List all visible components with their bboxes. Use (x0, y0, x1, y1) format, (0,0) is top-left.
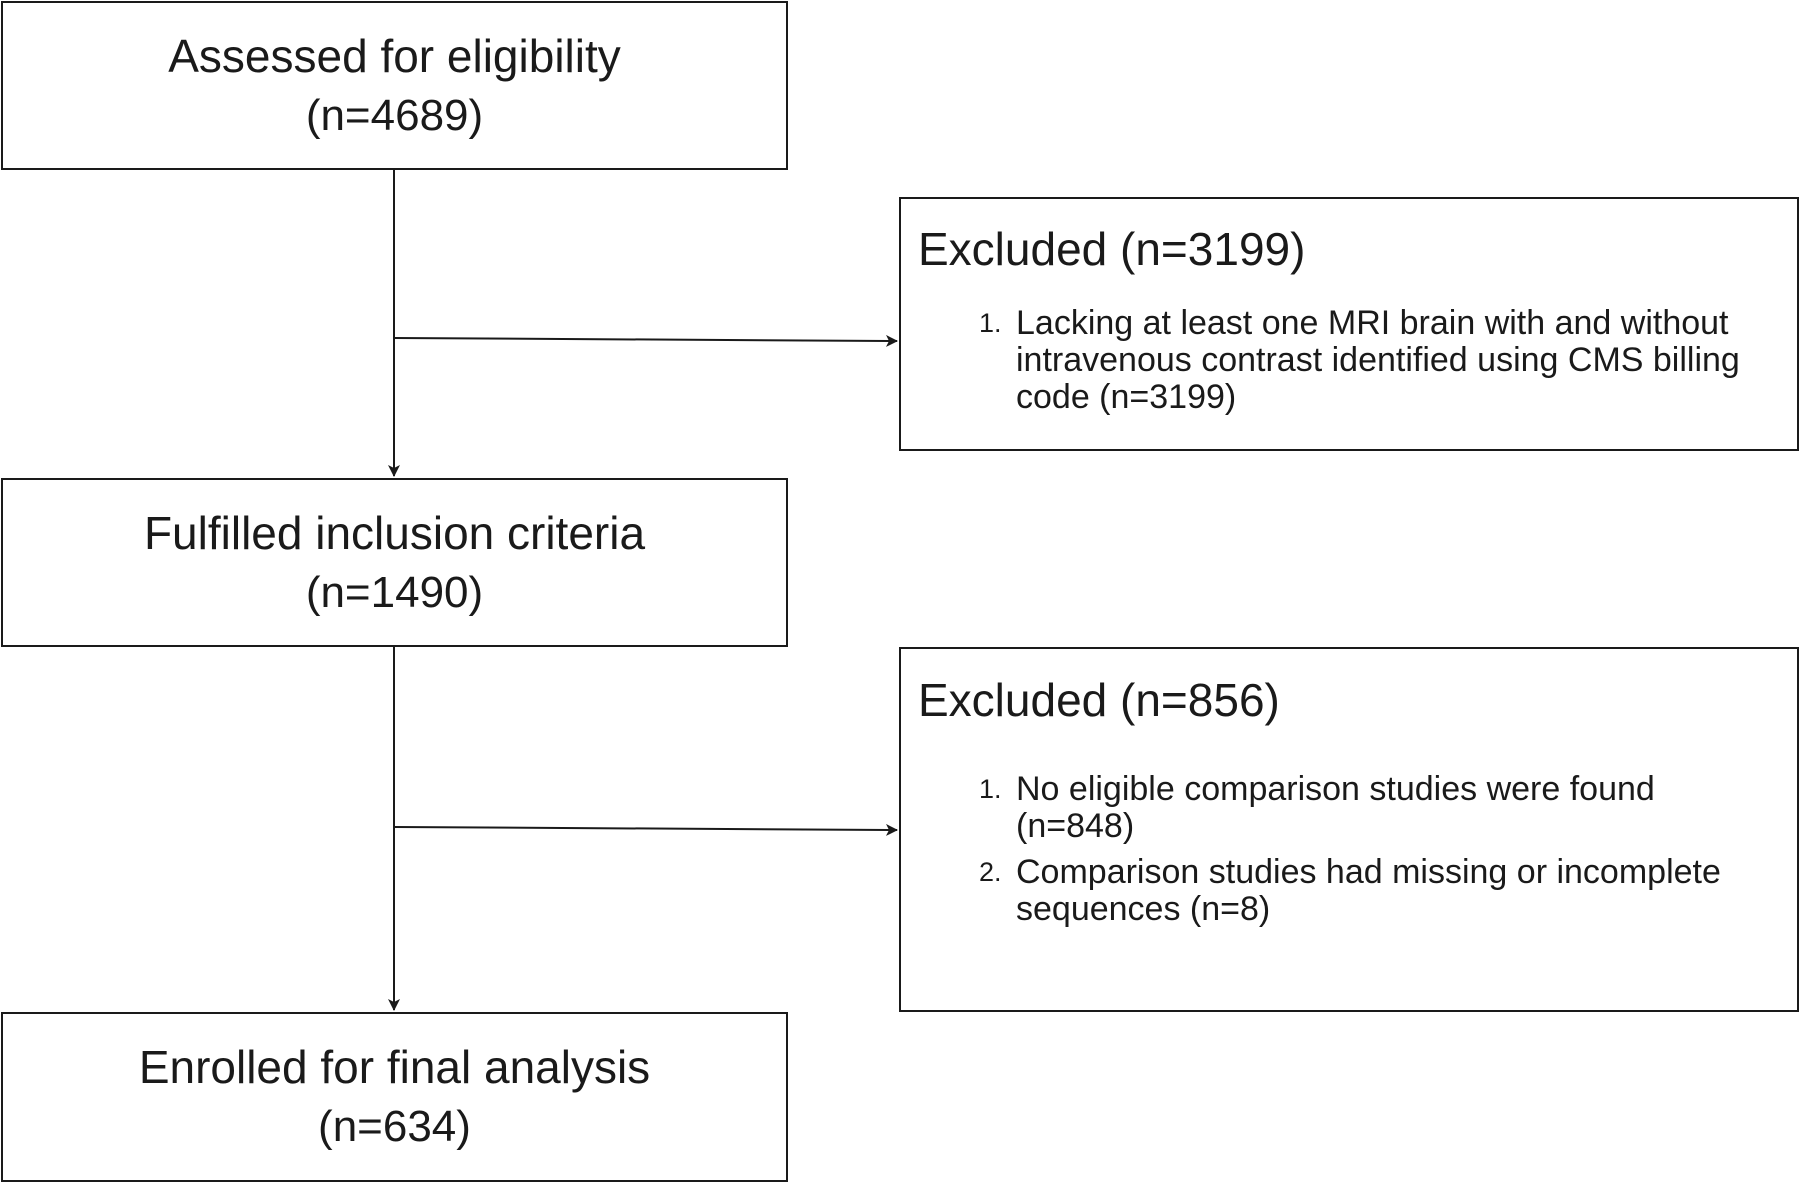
assessed-title: Assessed for eligibility (168, 29, 621, 82)
fulfilled-title: Fulfilled inclusion criteria (143, 506, 646, 559)
list-item-number: 2. (979, 857, 1002, 887)
exclusion-box-1: Excluded (n=3199) 1. Lacking at least on… (899, 197, 1799, 451)
list-item: 1. Lacking at least one MRI brain with a… (979, 305, 1784, 416)
fulfilled-box: Fulfilled inclusion criteria (n=1490) (1, 478, 788, 647)
list-item-number: 1. (979, 774, 1002, 804)
list-item-text: Comparison studies had missing or incomp… (1016, 853, 1721, 928)
exclusion-2-title: Excluded (n=856) (918, 674, 1280, 726)
list-item-text: Lacking at least one MRI brain with and … (1016, 304, 1740, 416)
arrow-to-exclusion-1 (393, 334, 898, 347)
enrolled-count: (n=634) (318, 1102, 471, 1151)
fulfilled-count: (n=1490) (305, 567, 484, 617)
assessed-box: Assessed for eligibility (n=4689) (1, 1, 788, 170)
list-item: 1. No eligible comparison studies were f… (979, 771, 1739, 845)
exclusion-2-list: 1. No eligible comparison studies were f… (979, 771, 1739, 937)
arrow-to-exclusion-2 (393, 823, 898, 836)
exclusion-box-2: Excluded (n=856) 1. No eligible comparis… (899, 647, 1799, 1012)
list-item-number: 1. (979, 308, 1002, 338)
list-item: 2. Comparison studies had missing or inc… (979, 854, 1739, 928)
exclusion-1-list: 1. Lacking at least one MRI brain with a… (979, 305, 1784, 425)
list-item-text: No eligible comparison studies were foun… (1016, 770, 1655, 845)
enrolled-title: Enrolled for final analysis (138, 1041, 651, 1093)
assessed-count: (n=4689) (305, 90, 484, 140)
enrolled-box: Enrolled for final analysis (n=634) (1, 1012, 788, 1182)
exclusion-1-title: Excluded (n=3199) (918, 223, 1306, 275)
